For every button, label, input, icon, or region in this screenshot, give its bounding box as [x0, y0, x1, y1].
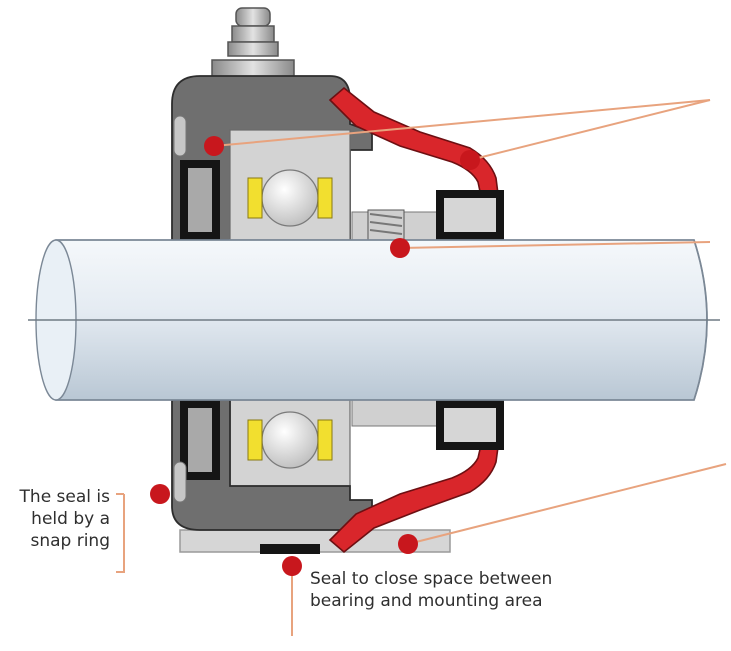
snap-ring-label: The seal is held by a snap ring: [0, 486, 110, 552]
mounting-seal-label-line-2: bearing and mounting area: [310, 591, 543, 611]
snap-ring-label-line-2: held by a: [31, 509, 110, 529]
snap-ring-label-line-1: The seal is: [19, 487, 110, 507]
snap-ring-label-line-3: snap ring: [30, 531, 110, 551]
callout-markers: [150, 136, 480, 576]
marker-seal-top: [204, 136, 224, 156]
leader-lines: [116, 99, 727, 636]
housing-bottom: [171, 399, 373, 531]
lower-housing: [171, 399, 441, 554]
end-cover: [328, 86, 504, 554]
marker-mounting-seal: [282, 556, 302, 576]
marker-snap-ring: [150, 484, 170, 504]
marker-cover-bottom: [398, 534, 418, 554]
mounting-seal-label: Seal to close space between bearing and …: [310, 568, 610, 612]
marker-set-screw: [390, 238, 410, 258]
marker-cover-top: [460, 150, 480, 170]
set-screw: [367, 209, 405, 241]
mounting-seal-label-line-1: Seal to close space between: [310, 569, 553, 589]
upper-housing: [171, 75, 441, 241]
shaft: [28, 239, 720, 401]
